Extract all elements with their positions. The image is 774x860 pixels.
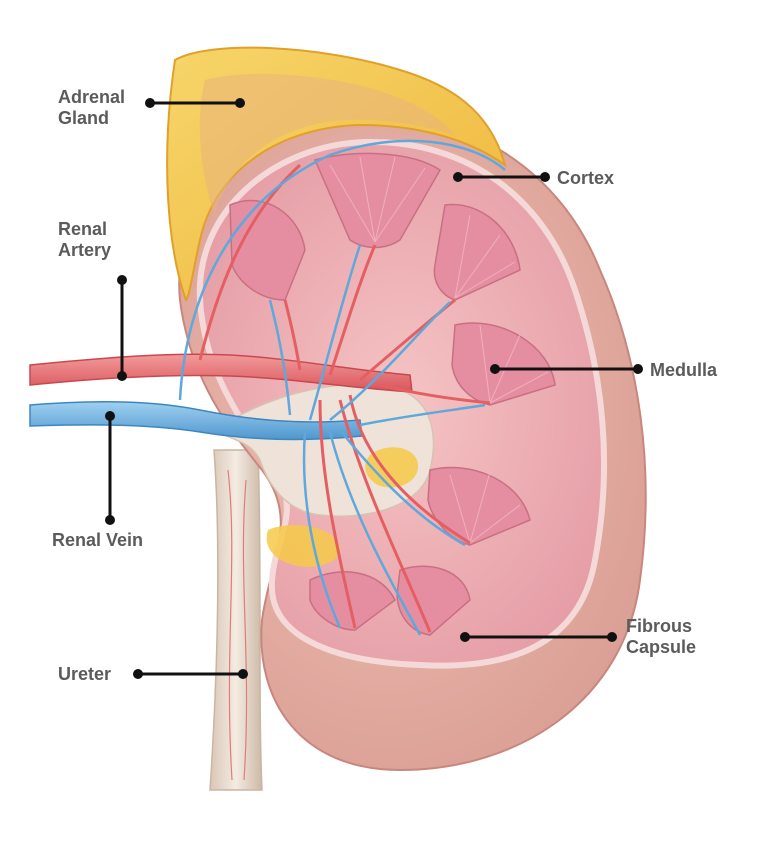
renal-artery-label-line: Artery	[58, 240, 111, 260]
cortex-label: Cortex	[557, 168, 614, 188]
ureter-label: Ureter	[58, 664, 111, 684]
adrenal-gland-leader-dot	[145, 98, 155, 108]
arterial-branches	[198, 163, 491, 633]
pyramid	[433, 203, 521, 301]
adrenal-gland-label: Adrenal Gland	[58, 87, 130, 128]
vein-branch	[308, 244, 362, 421]
ureter-leader-dot	[238, 669, 248, 679]
venous-branches	[178, 139, 506, 636]
vein-branch	[178, 139, 506, 401]
pyramid	[309, 571, 396, 631]
medulla-leader-dot	[633, 364, 643, 374]
artery-branch	[318, 399, 357, 629]
renal-vein-label: Renal Vein	[52, 530, 143, 550]
fibrous-capsule-label: Fibrous Capsule	[626, 616, 697, 657]
artery-branch	[348, 394, 471, 545]
striation	[329, 156, 426, 243]
ureter-tube	[209, 449, 263, 791]
adrenal-gland-label-line: Gland	[58, 108, 109, 128]
adrenal-gland-label-line: Adrenal	[58, 87, 125, 107]
cortex-leader-dot	[453, 172, 463, 182]
pyramid	[396, 565, 471, 636]
pyramid	[451, 322, 556, 406]
artery-branch	[328, 244, 377, 376]
pyramid	[313, 152, 441, 249]
adrenal-gland-inner	[199, 73, 455, 215]
renal-artery-label-line: Renal	[58, 219, 107, 239]
ureter-vessel	[242, 479, 248, 781]
ureter-leader-dot	[133, 669, 143, 679]
medulla-leader-dot	[490, 364, 500, 374]
renal-sinus-fat	[365, 447, 419, 488]
renal-artery-leader-dot	[117, 371, 127, 381]
ureter-vessel	[227, 469, 233, 781]
striation	[454, 214, 516, 299]
fibrous-capsule-leader-dot	[460, 632, 470, 642]
renal-artery-label: Renal Artery	[58, 219, 112, 260]
striation	[449, 471, 521, 544]
renal-sinus-fat	[266, 525, 341, 567]
vein-branch	[339, 429, 466, 547]
vein-branch	[268, 299, 292, 416]
renal-vein-leader-dot	[105, 515, 115, 525]
artery-branch	[379, 383, 491, 405]
leader-lines	[105, 98, 643, 679]
pyramid-striations	[329, 156, 549, 544]
vein-branch	[328, 431, 422, 636]
vein-branch	[359, 403, 486, 427]
artery-branch	[283, 299, 302, 371]
renal-artery-leader-dot	[117, 275, 127, 285]
medullary-pyramids	[229, 152, 556, 636]
renal-vein-leader-dot	[105, 411, 115, 421]
vein-branch	[302, 431, 342, 629]
fibrous-capsule-label-line: Capsule	[626, 637, 696, 657]
cortex-leader-dot	[540, 172, 550, 182]
adrenal-gland-leader-dot	[235, 98, 245, 108]
medulla-label: Medulla	[650, 360, 718, 380]
artery-branch	[338, 399, 432, 633]
fibrous-capsule-label-line: Fibrous	[626, 616, 692, 636]
fibrous-capsule-leader-dot	[607, 632, 617, 642]
vein-branch	[329, 301, 451, 421]
